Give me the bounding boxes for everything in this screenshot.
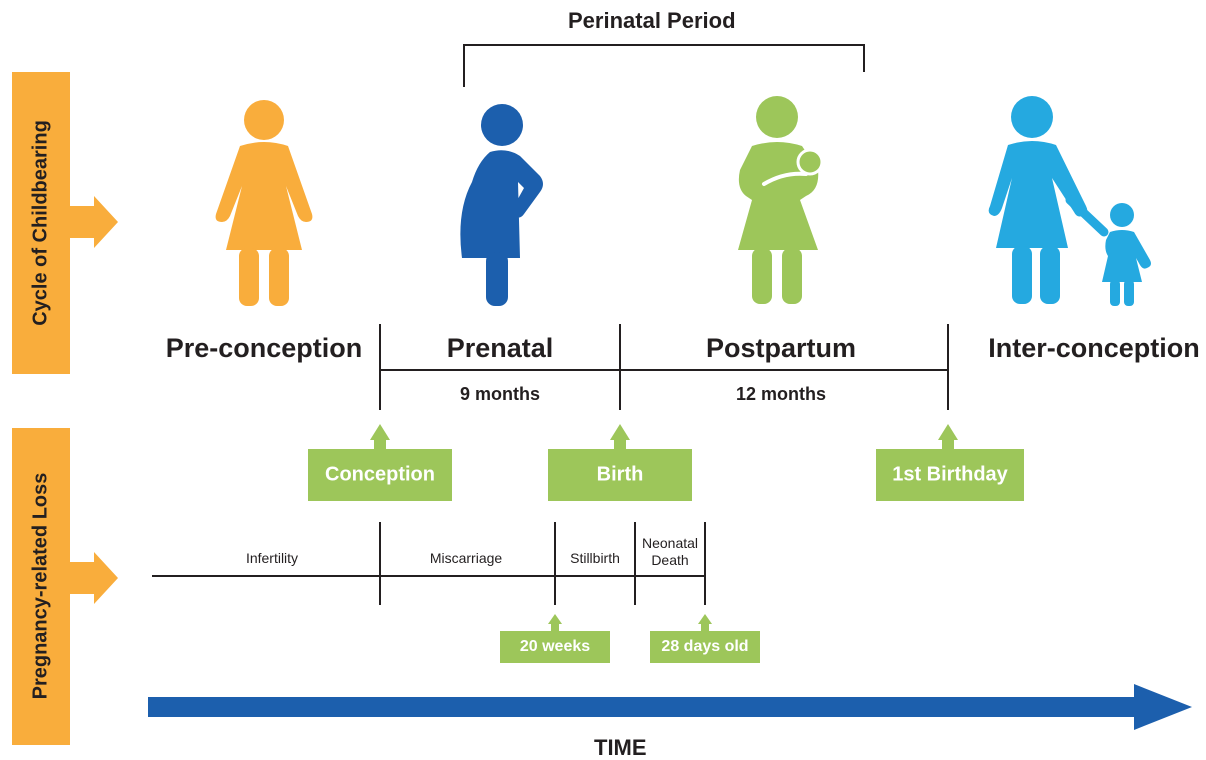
- woman-icon: [215, 100, 313, 306]
- twenty-weeks-label: 20 weeks: [519, 638, 591, 655]
- prenatal-label: Prenatal: [446, 333, 554, 363]
- infertility-label: Infertility: [245, 550, 299, 566]
- pre-conception-label: Pre-conception: [165, 333, 363, 363]
- cycle-of-childbearing-label: Cycle of Childbearing: [29, 120, 52, 326]
- loss-side-arrow: [70, 552, 118, 604]
- conception-milestone-box: [308, 424, 452, 501]
- time-arrow: [148, 684, 1192, 730]
- stillbirth-label: Stillbirth: [570, 550, 620, 566]
- neonatal-death-label: Neonatal Death: [642, 535, 698, 569]
- twenty-weeks-marker: [500, 614, 610, 663]
- twenty-eight-days-label: 28 days old: [661, 638, 749, 655]
- inter-conception-label: Inter-conception: [988, 333, 1200, 363]
- perinatal-period-title: Perinatal Period: [568, 8, 736, 33]
- cycle-side-bar: [12, 72, 70, 374]
- neonatal-label-line2: Death: [651, 552, 689, 568]
- woman-with-child-icon: [988, 96, 1151, 306]
- postpartum-label: Postpartum: [705, 333, 857, 363]
- first-birthday-label: 1st Birthday: [892, 463, 1008, 486]
- twenty-eight-days-marker: [650, 614, 760, 663]
- woman-holding-baby-icon: [738, 96, 824, 304]
- pregnant-woman-icon: [460, 104, 543, 306]
- pregnancy-related-loss-label: Pregnancy-related Loss: [29, 472, 52, 700]
- miscarriage-label: Miscarriage: [429, 550, 503, 566]
- birth-milestone-box: [548, 424, 692, 501]
- cycle-side-arrow: [70, 196, 118, 248]
- perinatal-bracket: [463, 44, 865, 87]
- stage-timeline: [379, 324, 949, 410]
- prenatal-duration: 9 months: [459, 384, 541, 404]
- time-label: TIME: [594, 735, 647, 760]
- first-birthday-milestone-box: [876, 424, 1024, 501]
- loss-timeline: [152, 522, 706, 605]
- loss-side-bar: [12, 428, 70, 745]
- neonatal-label-line1: Neonatal: [641, 535, 699, 551]
- conception-label: Conception: [325, 463, 435, 486]
- postpartum-duration: 12 months: [735, 384, 827, 404]
- birth-label: Birth: [596, 463, 644, 486]
